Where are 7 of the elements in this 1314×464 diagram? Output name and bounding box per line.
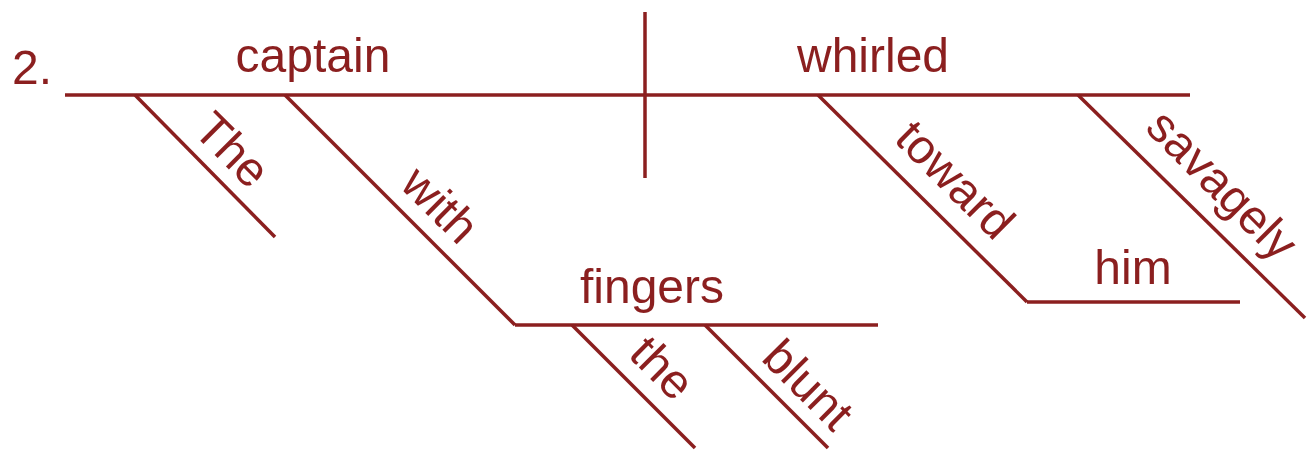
diagram-word: whirled	[796, 32, 950, 80]
diagram-word: The	[185, 103, 279, 197]
diagram-word: the	[621, 327, 703, 409]
diagram-word: fingers	[579, 263, 725, 311]
item-number: 2.	[12, 44, 52, 92]
diagram-word: with	[392, 157, 488, 253]
diagram-word: captain	[235, 32, 391, 80]
